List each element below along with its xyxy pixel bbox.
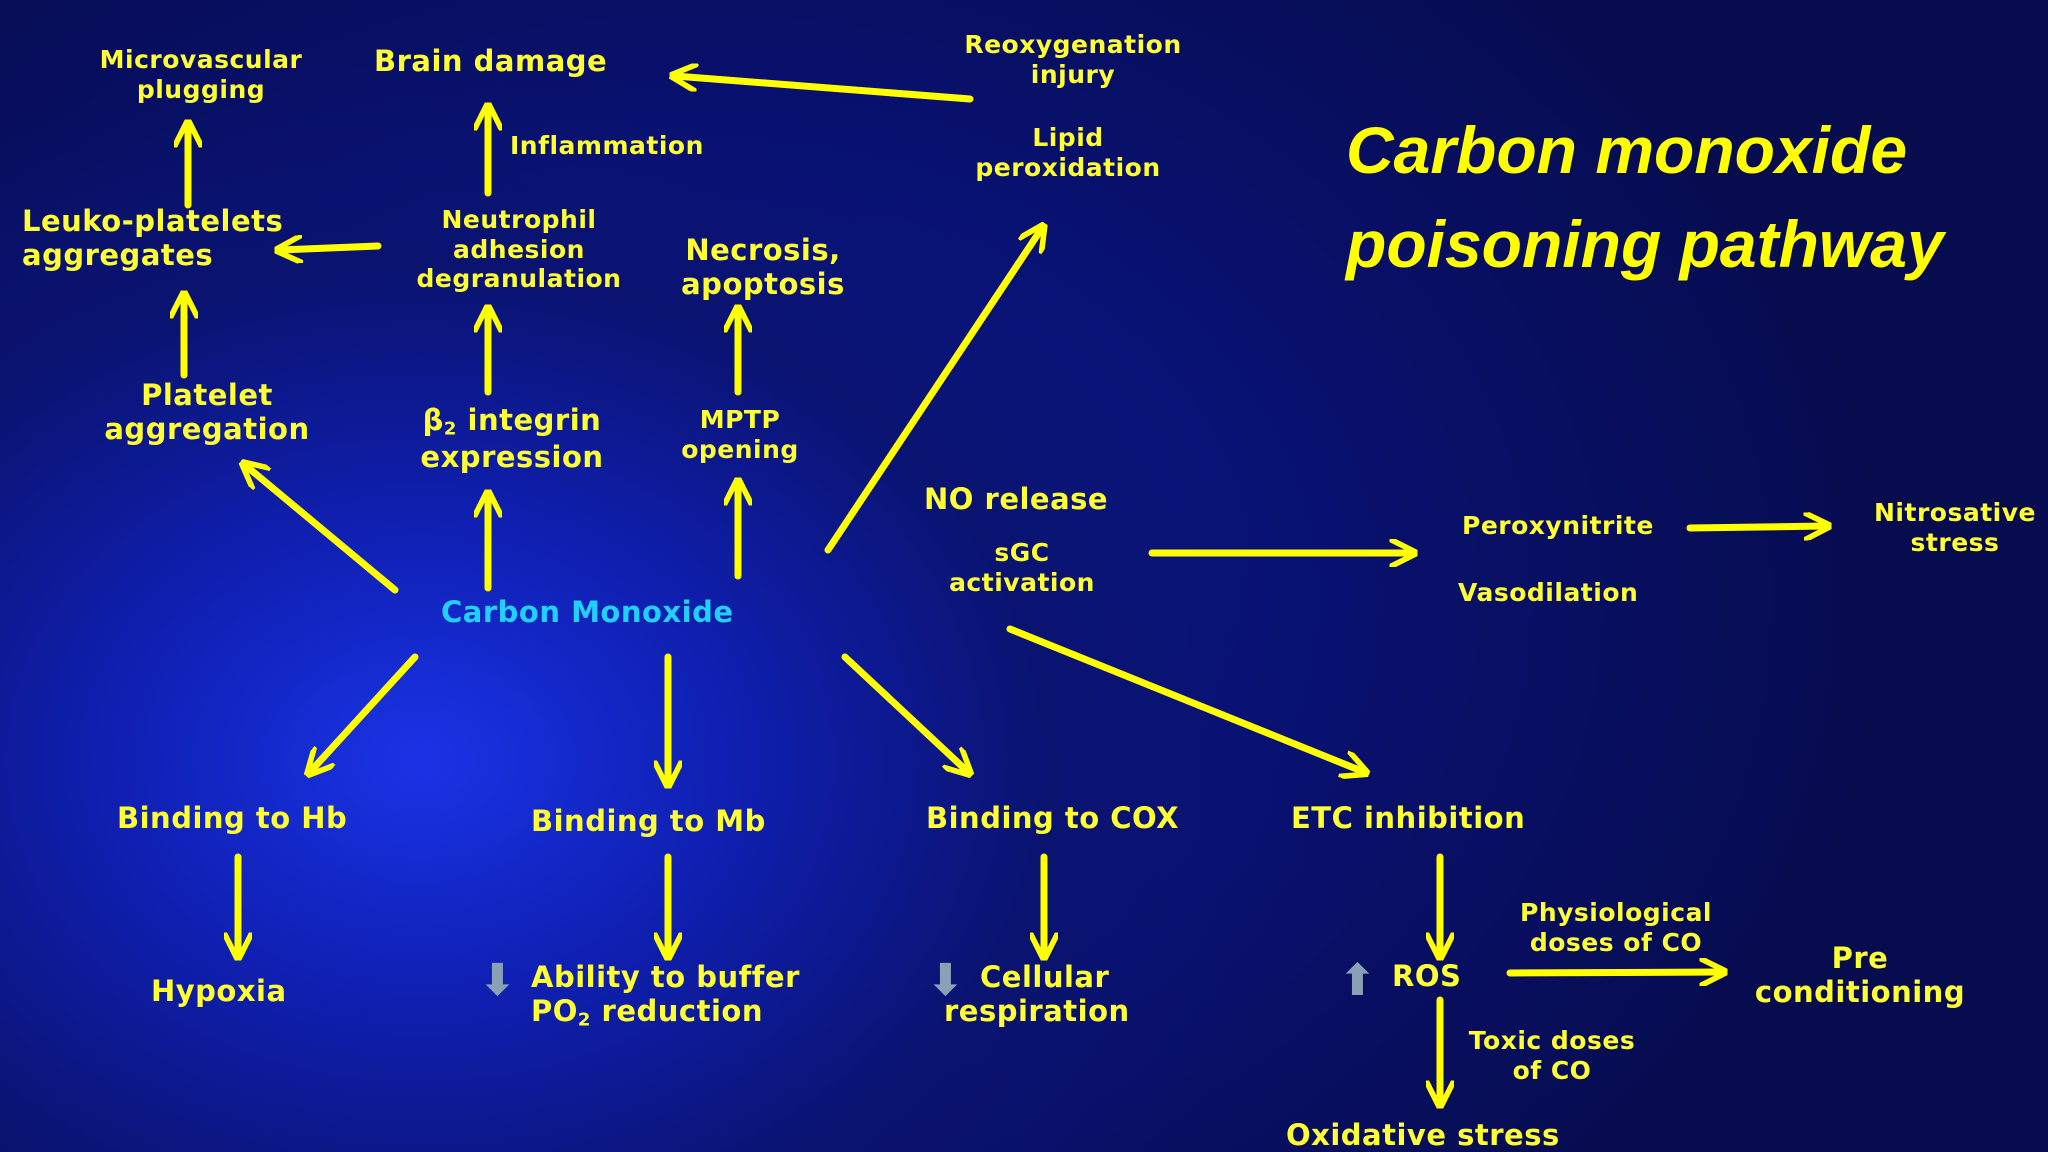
arrow-no-to-etc [1006,625,1364,772]
arrow-ros-to-precond [1506,972,1722,973]
node-cellular-respiration: Cellular respiration [944,960,1130,1028]
integrin-line-2: expression [420,439,604,474]
title-line-1: Carbon monoxide [1346,113,1908,187]
reoxy-line-2: injury [1030,59,1116,89]
pre-line-1: Pre [1831,941,1889,975]
node-brain-damage: Brain damage [374,44,608,78]
beta-symbol: β [422,403,444,437]
diagram-title: Carbon monoxide poisoning pathway [1346,104,1944,291]
buffer-line-2: PO2 reduction [531,994,800,1031]
increase-arrow-icon: ⬆ [1339,955,1376,1006]
reoxy-line-1: Reoxygenation [964,30,1182,59]
reduction-text: reduction [590,994,763,1029]
node-oxidative-stress: Oxidative stress [1286,1118,1560,1152]
mptp-line-2: opening [681,434,799,464]
arrow-co-to-lipid [824,228,1042,554]
decrease-arrow-icon: ⬇ [479,955,516,1006]
cell-line-2: respiration [944,994,1130,1029]
node-carbon-monoxide: Carbon Monoxide [441,595,734,629]
node-binding-mb: Binding to Mb [531,804,766,838]
pre-line-2: conditioning [1754,975,1966,1010]
buffer-line-1: Ability to buffer [531,960,800,994]
sgc-line-1: sGC [994,538,1050,567]
node-nitrosative-stress: Nitrosative stress [1874,498,2036,557]
po-subscript: 2 [577,1009,591,1031]
lipid-line-1: Lipid [1032,123,1104,152]
node-microvascular-plugging: Microvascular plugging [100,45,303,104]
node-lipid-peroxidation: Lipid peroxidation [975,123,1160,182]
integrin-subscript: 2 [443,418,457,440]
toxic-line-1: Toxic doses [1468,1026,1636,1055]
nitrosative-line-1: Nitrosative [1874,498,2036,527]
decrease-arrow-icon: ⬇ [927,955,964,1006]
arrow-co-to-cox [841,653,968,772]
node-mptp-opening: MPTP opening [681,405,799,464]
mptp-line-1: MPTP [699,405,781,434]
arrow-neutrophil-to-leuko [280,246,382,250]
node-integrin: β2 integrin expression [420,403,603,474]
node-platelet-aggregation: Platelet aggregation [104,378,309,446]
node-buffer-po2: Ability to buffer PO2 reduction [531,960,800,1031]
platelet-line-2: aggregation [104,412,310,447]
physio-line-1: Physiological [1519,898,1713,927]
microvascular-line-1: Microvascular [99,45,303,74]
node-etc-inhibition: ETC inhibition [1291,801,1526,835]
node-preconditioning: Pre conditioning [1755,941,1965,1009]
neutrophil-line-3: degranulation [416,264,622,293]
integrin-line-1: β2 integrin [420,403,603,440]
node-leuko-platelets: Leuko-platelets aggregates [22,204,283,272]
node-reoxygenation-injury: Reoxygenation injury [964,30,1181,89]
title-line-2: poisoning pathway [1346,206,1944,281]
arrow-co-to-hb [310,653,419,772]
node-hypoxia: Hypoxia [151,974,287,1008]
node-neutrophil: Neutrophil adhesion degranulation [417,205,622,294]
neutrophil-line-1: Neutrophil [441,205,597,234]
arrow-peroxynitrite-to-nitrosative [1686,526,1826,528]
leuko-line-1: Leuko-platelets [22,204,284,238]
node-vasodilation: Vasodilation [1458,578,1639,607]
microvascular-line-2: plugging [136,74,266,104]
nitrosative-line-2: stress [1910,527,2000,557]
node-sgc-activation: sGC activation [949,538,1095,597]
toxic-line-2: of CO [1512,1055,1592,1085]
arrow-co-to-platelet [245,465,399,594]
integrin-word: integrin [467,403,602,437]
node-toxic-doses: Toxic doses of CO [1469,1026,1635,1085]
lipid-line-2: peroxidation [975,152,1161,182]
node-no-release: NO release [924,482,1109,516]
node-binding-hb: Binding to Hb [117,801,348,835]
node-necrosis-apoptosis: Necrosis, apoptosis [681,233,845,301]
necrosis-line-1: Necrosis, [685,233,841,267]
leuko-line-2: aggregates [22,238,214,273]
node-inflammation: Inflammation [510,131,704,160]
platelet-line-1: Platelet [141,378,273,412]
neutrophil-line-2: adhesion [453,234,585,264]
physio-line-2: doses of CO [1529,927,1703,957]
node-physiological-doses: Physiological doses of CO [1520,898,1712,957]
necrosis-line-2: apoptosis [681,267,845,302]
node-ros: ROS [1392,959,1462,993]
node-peroxynitrite: Peroxynitrite [1462,511,1654,540]
sgc-line-2: activation [949,567,1095,597]
arrow-reoxy-to-brain [675,76,974,103]
po-text: PO [531,994,578,1029]
node-binding-cox: Binding to COX [926,801,1180,835]
cell-line-1: Cellular [980,960,1110,994]
